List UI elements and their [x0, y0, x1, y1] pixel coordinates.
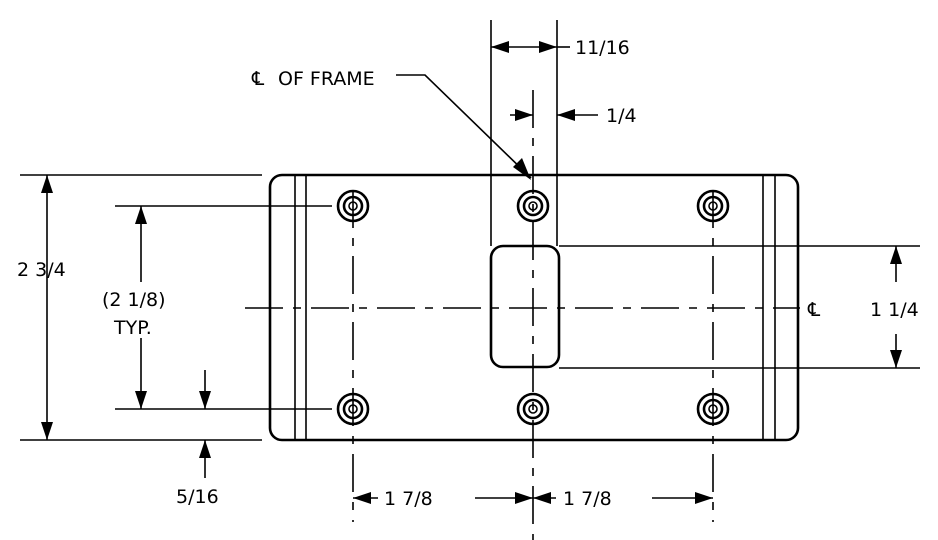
dim-11-16-label: 11/16 — [575, 37, 630, 59]
center-slot — [489, 244, 561, 369]
dim-2-1-8 — [115, 205, 332, 410]
dim-2-3-4 — [20, 174, 262, 441]
dim-1-7-8-left-label: 1 7/8 — [384, 488, 433, 510]
dim-11-16 — [490, 20, 570, 246]
dim-2-1-8-label: (2 1/8) — [102, 289, 166, 311]
dim-1-1-4 — [559, 245, 920, 369]
cl-frame-leader — [396, 74, 532, 180]
cl-symbol: ℄ — [807, 299, 821, 321]
dim-5-16 — [199, 370, 211, 478]
cl-frame-text: OF FRAME — [278, 68, 375, 90]
typ-label: TYP. — [113, 317, 152, 339]
cl-frame-symbol: ℄ — [251, 68, 265, 90]
dim-1-7-8-right — [533, 492, 713, 504]
dim-1-7-8-right-label: 1 7/8 — [563, 488, 612, 510]
dim-1-7-8-left — [353, 492, 533, 504]
dim-1-4-label: 1/4 — [606, 105, 637, 127]
dim-1-4 — [510, 109, 598, 121]
dim-5-16-label: 5/16 — [176, 486, 219, 508]
dim-1-1-4-label: 1 1/4 — [870, 299, 919, 321]
dim-2-3-4-label: 2 3/4 — [17, 259, 66, 281]
